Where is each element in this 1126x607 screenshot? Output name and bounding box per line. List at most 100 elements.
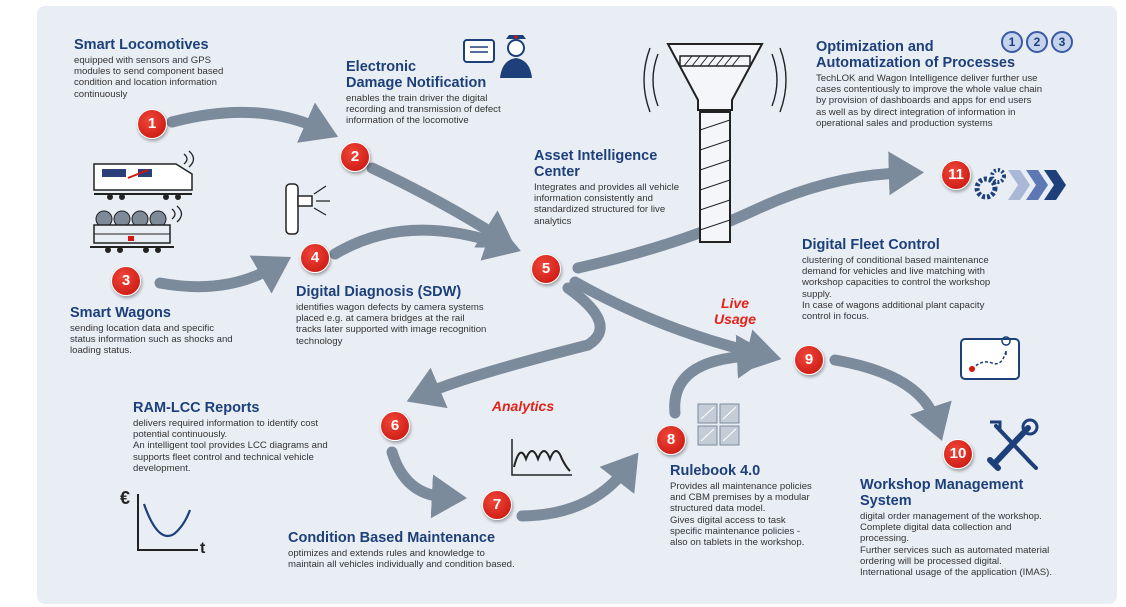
step-description: clustering of conditional based maintena… <box>802 255 1027 322</box>
step-title-line: Automatization of Processes <box>816 55 1016 71</box>
step-description: identifies wagon defects by camera syste… <box>296 302 526 347</box>
camera-icon <box>285 183 330 235</box>
badge-10: 10 <box>943 439 973 469</box>
step-description-line: structured data model. <box>670 503 766 515</box>
driver-tablet-icon <box>463 35 532 78</box>
step-description-line: development. <box>133 462 191 474</box>
phase-circle-3: 3 <box>1051 31 1073 53</box>
arrow-9-10 <box>829 354 952 441</box>
badge-1: 1 <box>137 109 167 139</box>
step-description-line: potential continuously. <box>133 429 228 441</box>
step-description-line: modules to send component based <box>74 66 224 78</box>
gears-chevrons-icon <box>974 168 1066 200</box>
step-description-line: Further services such as automated mater… <box>860 544 1050 556</box>
step-description-line: loading status. <box>70 345 132 357</box>
step-description-line: recording and transmission of defect <box>346 104 501 116</box>
step-title-line: Condition Based Maintenance <box>288 530 496 546</box>
step-description: optimizes and extends rules and knowledg… <box>288 548 568 570</box>
badge-8: 8 <box>656 425 686 455</box>
step-description-line: Gives digital access to task <box>670 514 786 526</box>
lcc-chart-icon: € t <box>120 488 210 558</box>
tools-icon <box>987 418 1039 471</box>
step-description-line: analytics <box>534 215 572 227</box>
step-title-line: System <box>860 493 912 509</box>
step-7-condition-based-maintenance: Condition Based Maintenance optimizes and… <box>288 530 568 570</box>
arrow-3-4 <box>154 255 292 294</box>
badge-5: 5 <box>531 254 561 284</box>
step-description-line: information of the locomotive <box>346 115 469 127</box>
step-title-line: Smart Locomotives <box>74 37 209 53</box>
step-description-line: information consistently and <box>534 193 653 205</box>
badge-6: 6 <box>380 411 410 441</box>
step-description-line: Complete digital data collection and <box>860 522 1012 534</box>
step-description-line: operational sales and production systems <box>816 117 993 129</box>
step-description-line: condition and location information <box>74 77 217 89</box>
step-description-line: by provision of dashboards and apps for … <box>816 95 1032 107</box>
step-description-line: workshop capacities to control the works… <box>802 277 991 289</box>
locomotive-icon <box>93 150 195 200</box>
step-title: Rulebook 4.0 <box>670 463 830 479</box>
step-description: digital order management of the workshop… <box>860 511 1095 578</box>
step-title-line: Optimization and <box>816 39 934 55</box>
step-description-line: identifies wagon defects by camera syste… <box>296 302 484 313</box>
step-title-line: Workshop Management <box>860 477 1024 493</box>
step-description-line: ordering will be processed digital. <box>860 555 1002 567</box>
arrow-1-2 <box>166 102 339 143</box>
step-title-line: Rulebook 4.0 <box>670 463 761 479</box>
step-description-line: supply. <box>802 288 832 300</box>
badge-4: 4 <box>300 243 330 273</box>
arrow-8-9 <box>669 334 772 419</box>
step-description-line: Provides all maintenance policies <box>670 481 812 492</box>
phase-circle-2: 2 <box>1026 31 1048 53</box>
waveform-icon <box>511 439 572 476</box>
arrow-7-8 <box>516 452 639 522</box>
step-title-line: Digital Fleet Control <box>802 237 940 253</box>
step-description-line: placed e.g. at camera bridges at the rai… <box>296 313 465 325</box>
badge-11: 11 <box>941 160 971 190</box>
step-description-line: processing. <box>860 533 910 545</box>
step-description-line: cases contentiously to improve the whole… <box>816 84 1043 96</box>
step-description-line: enables the train driver the digital <box>346 93 488 104</box>
step-9-digital-fleet-control: Digital Fleet Control clustering of condi… <box>802 237 1027 322</box>
live-usage-line-1: Live <box>720 295 749 311</box>
step-6-ram-lcc-reports: RAM-LCC Reports delivers required informa… <box>133 400 373 474</box>
step-description: TechLOK and Wagon Intelligence deliver f… <box>816 73 1086 129</box>
step-title-line: Smart Wagons <box>70 305 171 321</box>
live-usage-line-2: Usage <box>713 311 757 327</box>
step-description-line: demand for vehicles and live matching wi… <box>802 266 985 278</box>
step-description-line: equipped with sensors and GPS <box>74 55 212 66</box>
step-description-line: TechLOK and Wagon Intelligence deliver f… <box>816 73 1038 84</box>
step-title-line: RAM-LCC Reports <box>133 400 260 416</box>
step-description-line: digital order management of the workshop… <box>860 511 1042 522</box>
arrow-4-5 <box>329 218 521 261</box>
badge-9: 9 <box>794 345 824 375</box>
badge-3: 3 <box>111 266 141 296</box>
step-title: Digital Diagnosis (SDW) <box>296 284 526 300</box>
step-description: delivers required information to identif… <box>133 418 373 474</box>
step-title-line: Center <box>534 164 580 180</box>
step-title: RAM-LCC Reports <box>133 400 373 416</box>
badge-2: 2 <box>340 142 370 172</box>
step-1-smart-locomotives: Smart Locomotives equipped with sensors a… <box>74 37 274 100</box>
step-description-line: maintain all vehicles individually and c… <box>288 559 515 571</box>
euro-axis-label: € <box>120 488 131 508</box>
arrow-5-11 <box>572 151 924 274</box>
time-axis-label: t <box>200 540 206 557</box>
step-title-line: Damage Notification <box>346 75 487 91</box>
funnel-icon <box>643 43 787 243</box>
step-title-line: Electronic <box>346 59 417 75</box>
step-title: Smart Locomotives <box>74 37 274 53</box>
step-title: Digital Fleet Control <box>802 237 1027 253</box>
step-description-line: tracks later supported with image recogn… <box>296 324 487 336</box>
step-description-line: and CBM premises by a modular <box>670 492 810 504</box>
step-description-line: also on tablets in the workshop. <box>670 537 805 549</box>
